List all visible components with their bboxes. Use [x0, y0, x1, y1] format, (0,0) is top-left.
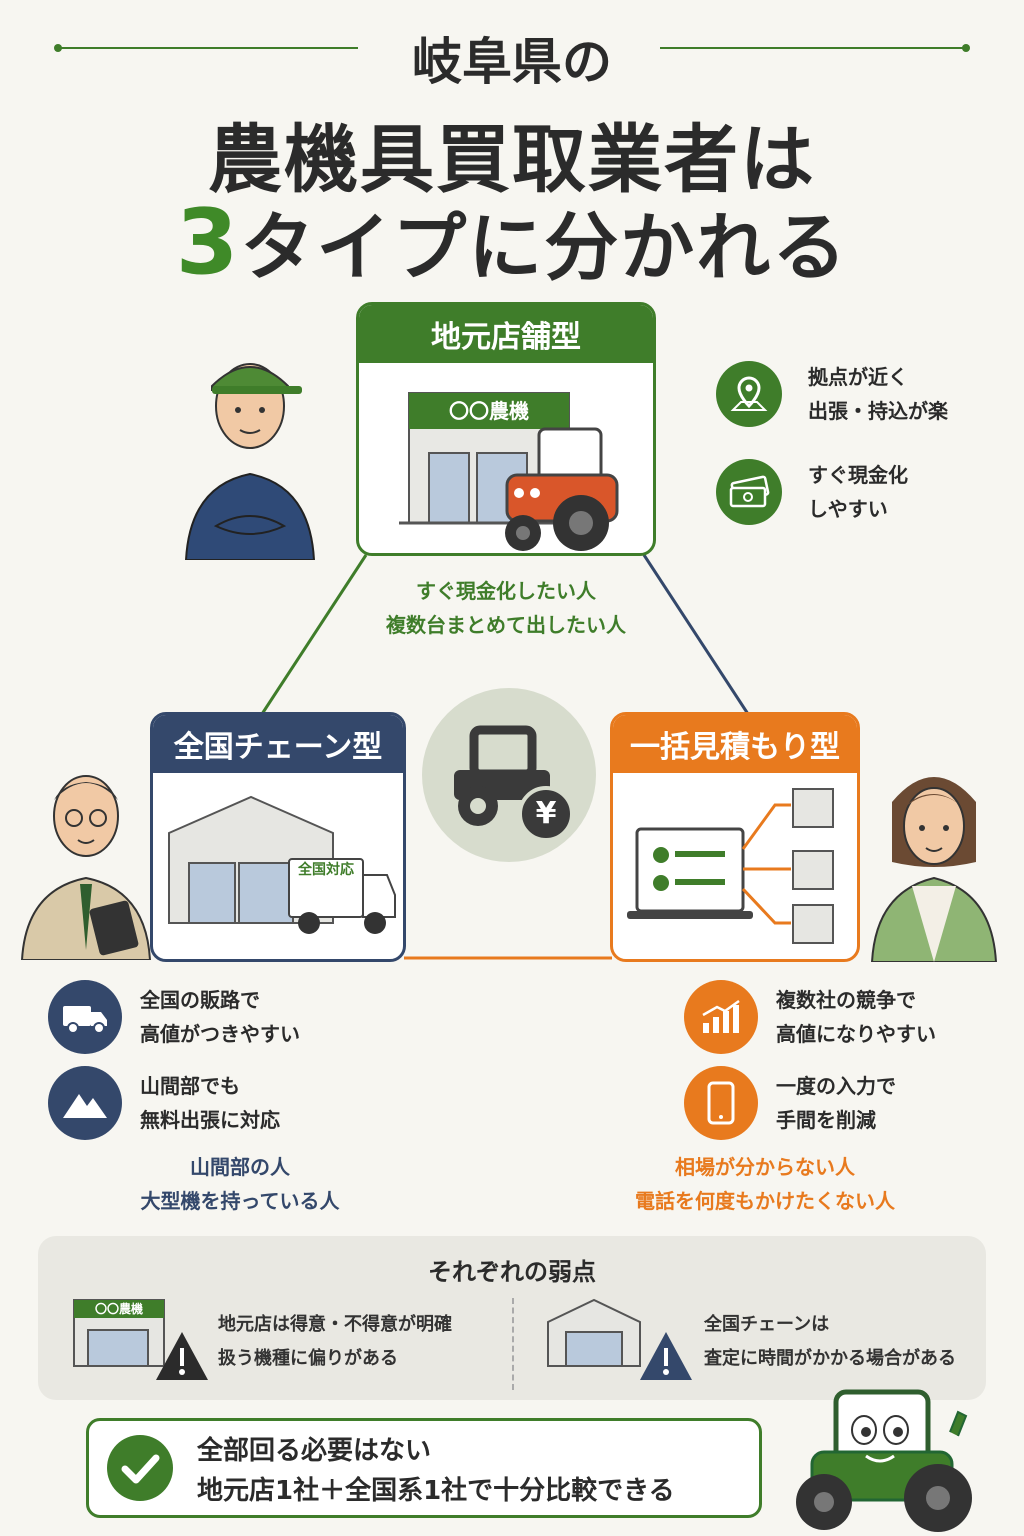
weakness-section: それぞれの弱点 〇〇農機 地元店は得意・不得意が明確 扱う機種に偏りがある 全国… [38, 1236, 986, 1400]
header-line-right [660, 47, 966, 49]
card-local-title: 地元店舗型 [359, 305, 653, 363]
target-bulk-1: 相場が分からない人 [675, 1155, 855, 1179]
target-chain: 山間部の人 大型機を持っている人 [90, 1150, 390, 1218]
conclusion-line2: 地元店1社＋全国系1社で十分比較できる [197, 1476, 675, 1506]
title-line3: 3タイプに分かれる [0, 188, 1024, 295]
local-shop-warning-icon [73, 1299, 208, 1380]
header-dot-right [962, 44, 970, 52]
feature-local-1: 拠点が近く出張・持込が楽 [716, 360, 948, 428]
target-bulk-2: 電話を何度もかけたくない人 [635, 1189, 895, 1213]
weakness-title: それぞれの弱点 [428, 1258, 596, 1286]
feature-chain-1-line2: 高値がつきやすい [140, 1022, 300, 1046]
card-chain-title: 全国チェーン型 [153, 715, 403, 773]
chart-up-icon [684, 980, 758, 1054]
conclusion-box: 全部回る必要はない 地元店1社＋全国系1社で十分比較できる [86, 1418, 762, 1518]
title-line3-rest: タイプに分かれる [240, 205, 849, 291]
feature-bulk-1-line1: 複数社の競争で [776, 988, 916, 1012]
feature-chain-1: 全国の販路で高値がつきやすい [48, 980, 300, 1054]
feature-local-2: すぐ現金化しやすい [716, 458, 908, 526]
card-bulk-estimate: 一括見積もり型 [610, 712, 860, 962]
mountain-icon [48, 1066, 122, 1140]
feature-bulk-2-line2: 手間を削減 [776, 1108, 876, 1132]
header-dot-left [54, 44, 62, 52]
weakness-chain-1: 全国チェーンは [704, 1314, 830, 1335]
weakness-local-sign: 〇〇農機 [94, 1302, 143, 1316]
header-line-left [58, 47, 358, 49]
feature-chain-2: 山間部でも無料出張に対応 [48, 1066, 280, 1140]
target-chain-1: 山間部の人 [190, 1155, 290, 1179]
laptop-companies-illustration [627, 788, 834, 944]
weakness-local-text: 地元店は得意・不得意が明確 扱う機種に偏りがある [218, 1308, 452, 1376]
title-number: 3 [175, 190, 241, 295]
businessman-illustration [20, 775, 152, 960]
card-bulk-title: 一括見積もり型 [613, 715, 857, 773]
feature-local-1-line2: 出張・持込が楽 [808, 399, 948, 423]
truck-icon [48, 980, 122, 1054]
warehouse-truck-illustration [168, 795, 396, 934]
feature-local-2-line2: しやすい [808, 497, 888, 521]
map-pin-icon [716, 361, 782, 427]
chain-warehouse-warning-icon [547, 1298, 692, 1380]
feature-chain-2-line1: 山間部でも [140, 1074, 240, 1098]
cash-icon [716, 459, 782, 525]
title-line1: 岐阜県の [412, 33, 612, 91]
feature-local-2-line1: すぐ現金化 [808, 463, 908, 487]
card-national-chain: 全国チェーン型 全国対応 [150, 712, 406, 962]
feature-bulk-1-line2: 高値になりやすい [776, 1022, 936, 1046]
target-local-2: 複数台まとめて出したい人 [386, 613, 626, 637]
weakness-divider [512, 1298, 514, 1390]
weakness-chain-text: 全国チェーンは 査定に時間がかかる場合がある [704, 1308, 956, 1376]
card-local-shop: 地元店舗型 〇〇農機 [356, 302, 656, 556]
feature-bulk-2-line1: 一度の入力で [776, 1074, 896, 1098]
tractor-yen-icon: ¥ [422, 688, 596, 862]
check-circle-icon [107, 1435, 173, 1501]
farmer-illustration [184, 363, 316, 560]
shop-sign: 〇〇農機 [449, 399, 529, 423]
feature-bulk-2: 一度の入力で手間を削減 [684, 1066, 896, 1140]
target-local-1: すぐ現金化したい人 [416, 579, 596, 603]
shop-tractor-illustration [399, 392, 619, 551]
title-line2: 農機具買取業者は [208, 117, 816, 203]
connector-lines [260, 554, 750, 960]
feature-chain-2-line2: 無料出張に対応 [140, 1108, 280, 1132]
weakness-local-1: 地元店は得意・不得意が明確 [218, 1314, 452, 1335]
yen-symbol: ¥ [535, 796, 557, 831]
conclusion-line1: 全部回る必要はない [197, 1436, 432, 1466]
truck-sign: 全国対応 [298, 862, 354, 878]
feature-local-1-line1: 拠点が近く [808, 365, 908, 389]
target-bulk: 相場が分からない人 電話を何度もかけたくない人 [600, 1150, 930, 1218]
target-local: すぐ現金化したい人 複数台まとめて出したい人 [306, 574, 706, 642]
weakness-chain-2: 査定に時間がかかる場合がある [704, 1348, 956, 1369]
weakness-local-2: 扱う機種に偏りがある [218, 1348, 398, 1369]
feature-bulk-1: 複数社の競争で高値になりやすい [684, 980, 936, 1054]
tractor-mascot-illustration [796, 1389, 972, 1532]
feature-chain-1-line1: 全国の販路で [140, 988, 260, 1012]
smartphone-icon [684, 1066, 758, 1140]
target-chain-2: 大型機を持っている人 [140, 1189, 340, 1213]
woman-illustration [870, 777, 998, 962]
